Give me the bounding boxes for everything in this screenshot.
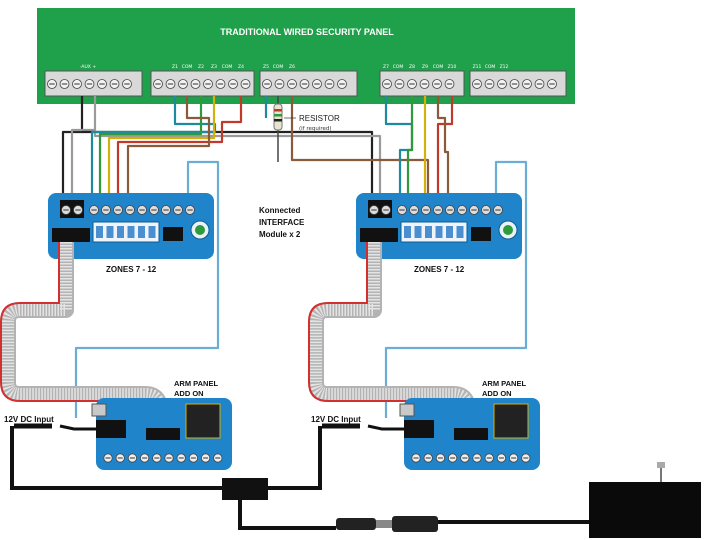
power-splitter bbox=[222, 478, 268, 500]
addon-left-header bbox=[146, 428, 180, 440]
label-z3: Z3 bbox=[211, 64, 217, 70]
wire-arm-right bbox=[384, 160, 528, 418]
label-com-4: COM bbox=[393, 64, 404, 70]
dip-switch bbox=[425, 226, 432, 238]
inline-connector bbox=[336, 516, 438, 532]
addon-left-usb bbox=[91, 403, 107, 417]
dip-switch bbox=[404, 226, 411, 238]
label-com-2: COM bbox=[222, 64, 233, 70]
label-z11: Z11 bbox=[473, 64, 482, 70]
label-z5: Z5 bbox=[263, 64, 269, 70]
addon-right-header bbox=[454, 428, 488, 440]
center-label-line-1: Konnected bbox=[259, 206, 300, 215]
module-left-header bbox=[52, 228, 90, 242]
addon-left-arm-label-1: ARM PANEL bbox=[174, 379, 218, 388]
label-com-1: COM bbox=[182, 64, 193, 70]
label-z1: Z1 bbox=[172, 64, 178, 70]
addon-left-screws bbox=[103, 453, 223, 463]
resistor-label: RESISTOR bbox=[299, 114, 340, 123]
addon-right-usb bbox=[399, 403, 415, 417]
power-wiring bbox=[10, 423, 590, 530]
label-z10: Z10 bbox=[448, 64, 457, 70]
power-trunk bbox=[238, 500, 336, 530]
addon-right-wifi-module bbox=[493, 403, 529, 439]
wire-z8-green bbox=[406, 96, 414, 195]
label-aux: -AUX + bbox=[80, 64, 96, 70]
module-right-screws bbox=[369, 205, 503, 215]
label-z6: Z6 bbox=[289, 64, 295, 70]
power-loop-left bbox=[10, 426, 222, 490]
dc-label-left: 12V DC Input bbox=[4, 415, 54, 424]
dip-switch bbox=[435, 226, 443, 238]
label-com-6: COM bbox=[485, 64, 496, 70]
wire-z3-yellow bbox=[107, 96, 216, 195]
dip-switch bbox=[414, 226, 422, 238]
wire-com-brown-left bbox=[126, 96, 211, 195]
label-z9: Z9 bbox=[422, 64, 428, 70]
center-label-line-3: Module x 2 bbox=[259, 230, 301, 239]
module-left-zones-label: ZONES 7 - 12 bbox=[106, 265, 157, 274]
wire-arm-left bbox=[74, 160, 220, 418]
module-right-zones-label: ZONES 7 - 12 bbox=[414, 265, 465, 274]
addon-board-left: ARM PANEL ADD ON bbox=[91, 379, 232, 470]
dc-cable-right bbox=[367, 424, 404, 431]
interface-module-right: ZONES 7 - 12 bbox=[356, 193, 522, 274]
addon-right-screws bbox=[411, 453, 531, 463]
dc-label-right: 12V DC Input bbox=[311, 415, 361, 424]
wire-z4-red bbox=[116, 96, 243, 195]
label-com-5: COM bbox=[433, 64, 444, 70]
label-z8: Z8 bbox=[409, 64, 415, 70]
wire-aux-grey-left bbox=[70, 96, 97, 195]
module-right-jumper bbox=[471, 227, 491, 241]
label-z7: Z7 bbox=[383, 64, 389, 70]
dc-cable-left bbox=[59, 424, 96, 431]
resistor: RESISTOR (if required) bbox=[273, 103, 340, 132]
module-left-jumper bbox=[163, 227, 183, 241]
wire-z2-green bbox=[98, 96, 203, 195]
addon-right-dc-jack bbox=[404, 420, 434, 438]
wire-aux-grey-right bbox=[93, 130, 382, 195]
label-com-3: COM bbox=[273, 64, 284, 70]
dip-switch bbox=[117, 226, 124, 238]
dip-switch bbox=[446, 226, 453, 238]
label-z4: Z4 bbox=[238, 64, 244, 70]
dip-switch bbox=[106, 226, 114, 238]
label-z12: Z12 bbox=[500, 64, 509, 70]
addon-left-dc-jack bbox=[96, 420, 126, 438]
module-right-header bbox=[360, 228, 398, 242]
addon-left-arm-label-2: ADD ON bbox=[174, 389, 204, 398]
dip-switch bbox=[138, 226, 145, 238]
addon-right-arm-label-2: ADD ON bbox=[482, 389, 512, 398]
power-loop-right bbox=[268, 426, 322, 490]
power-supply bbox=[589, 462, 701, 538]
center-label: Konnected INTERFACE Module x 2 bbox=[259, 206, 305, 239]
interface-module-left: ZONES 7 - 12 bbox=[48, 193, 214, 274]
addon-left-wifi-module bbox=[185, 403, 221, 439]
dip-switch bbox=[148, 226, 156, 238]
addon-right-arm-label-1: ARM PANEL bbox=[482, 379, 526, 388]
resistor-note: (if required) bbox=[299, 126, 332, 132]
center-label-line-2: INTERFACE bbox=[259, 218, 305, 227]
security-panel: TRADITIONAL WIRED SECURITY PANEL -AUX + … bbox=[37, 8, 575, 104]
wire-com-brown-right bbox=[436, 96, 450, 195]
dip-switch bbox=[127, 226, 135, 238]
wires bbox=[61, 96, 528, 418]
panel-title: TRADITIONAL WIRED SECURITY PANEL bbox=[220, 27, 394, 37]
label-z2: Z2 bbox=[198, 64, 204, 70]
dip-switch bbox=[456, 226, 464, 238]
module-left-screws bbox=[61, 205, 195, 215]
wire-z6-brown bbox=[290, 96, 430, 195]
addon-board-right: ARM PANEL ADD ON bbox=[399, 379, 540, 470]
panel-terminal-screws bbox=[47, 79, 557, 89]
dip-switch bbox=[96, 226, 103, 238]
